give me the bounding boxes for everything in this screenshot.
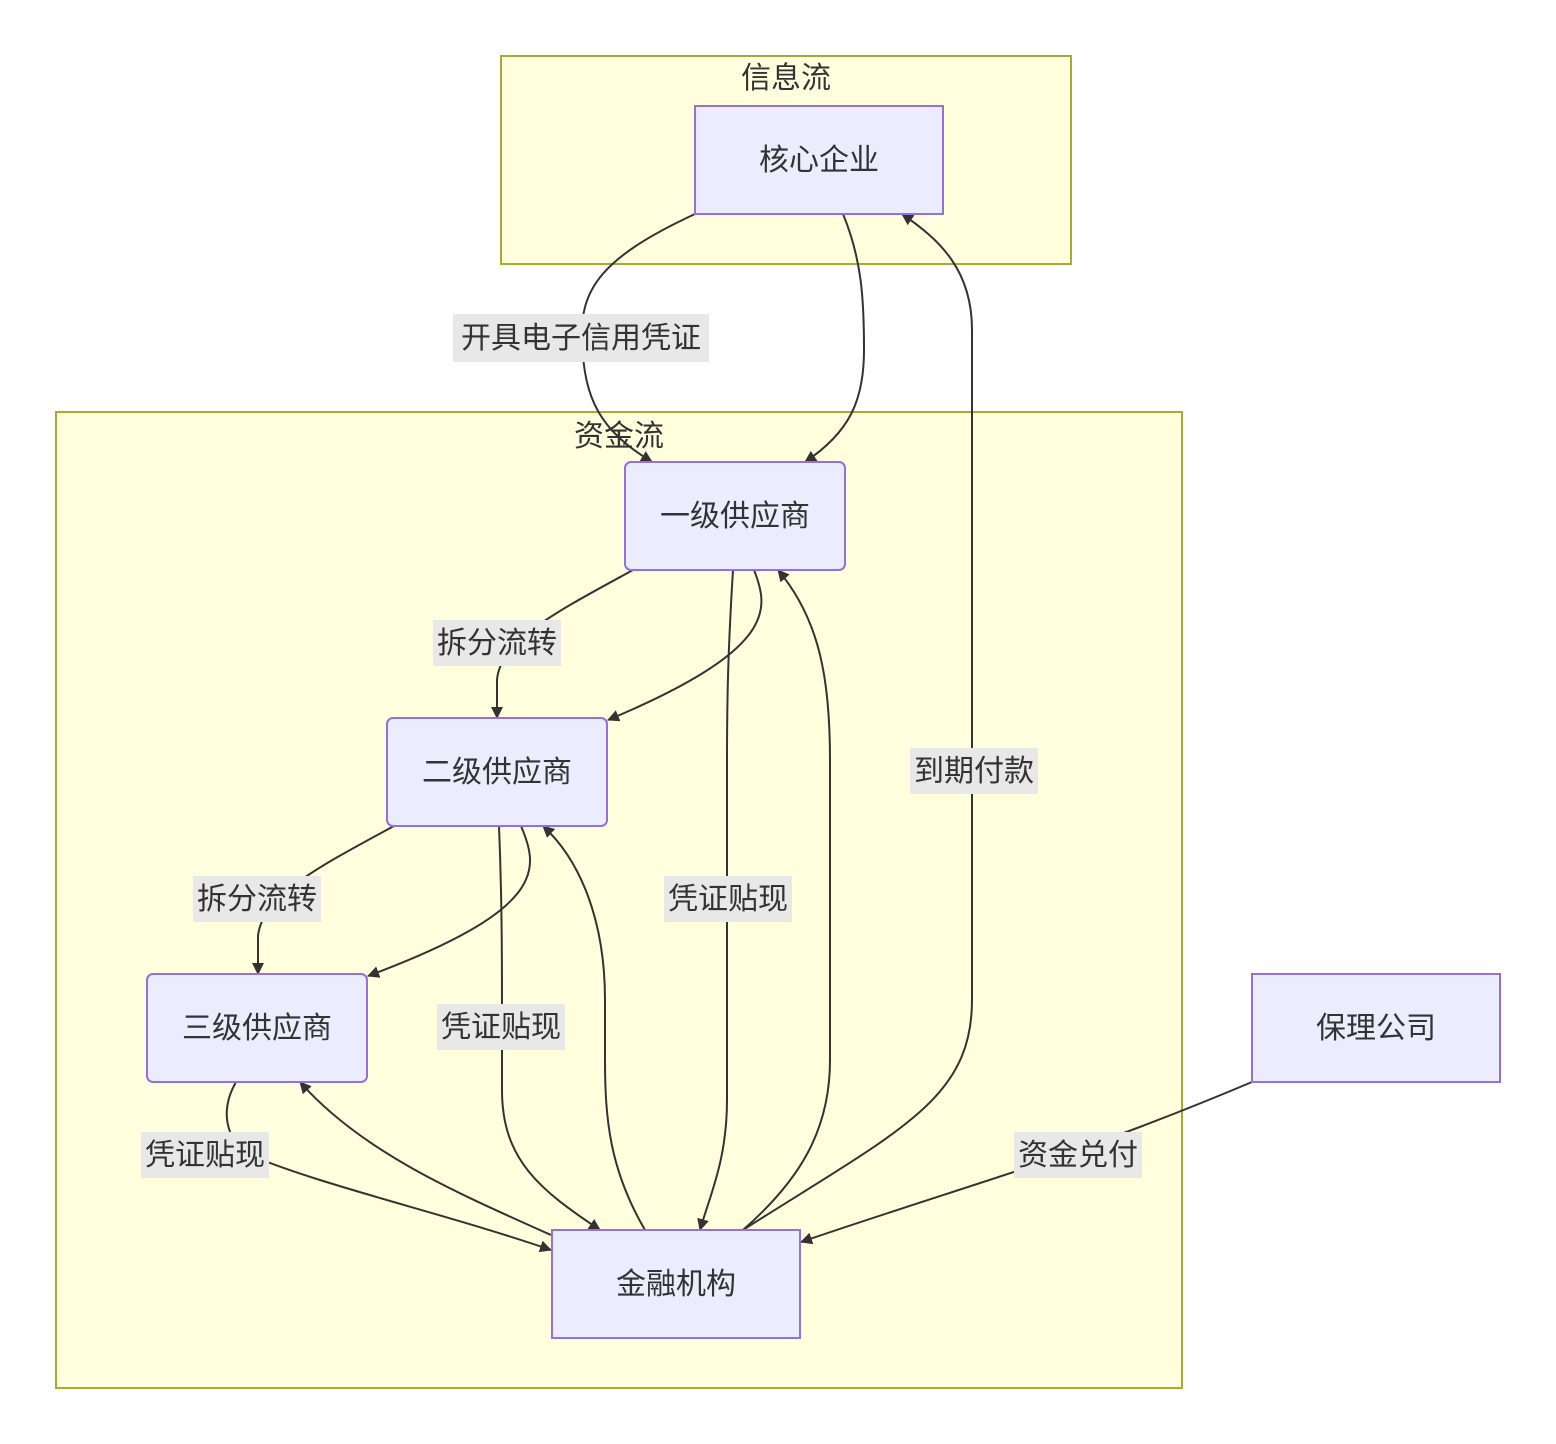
label-split-1: 拆分流转: [433, 620, 561, 666]
edge-bank-to-core-maturity: [742, 213, 973, 1231]
edge-tier1-to-bank-discount: [697, 569, 734, 1231]
node-bank[interactable]: 金融机构: [551, 1229, 801, 1339]
label-discount-2: 凭证贴现: [437, 1004, 565, 1050]
edge-tier2-to-tier3: [367, 825, 531, 978]
info-flow-title: 信息流: [741, 61, 831, 96]
label-issue: 开具电子信用凭证: [453, 314, 709, 362]
label-cash: 资金兑付: [1014, 1132, 1142, 1178]
node-core-label: 核心企业: [759, 143, 879, 178]
edge-bank-to-tier1: [742, 569, 831, 1231]
node-tier2[interactable]: 二级供应商: [386, 717, 608, 827]
label-split-2: 拆分流转: [193, 876, 321, 922]
label-discount-3-text: 凭证贴现: [145, 1138, 265, 1173]
edge-tier3-to-bank-discount: [225, 1081, 552, 1253]
edge-tier2-to-bank-discount: [498, 825, 601, 1231]
node-tier1[interactable]: 一级供应商: [624, 461, 846, 571]
label-discount-1: 凭证贴现: [664, 876, 792, 922]
node-factor[interactable]: 保理公司: [1251, 973, 1501, 1083]
node-bank-label: 金融机构: [616, 1267, 736, 1302]
edge-tier1-to-tier2: [607, 569, 763, 722]
label-discount-2-text: 凭证贴现: [441, 1010, 561, 1045]
node-tier1-label: 一级供应商: [660, 499, 810, 534]
node-tier2-label: 二级供应商: [422, 755, 572, 790]
label-split-1-text: 拆分流转: [437, 626, 557, 661]
edge-core-to-tier1: [804, 213, 866, 463]
label-cash-text: 资金兑付: [1018, 1138, 1138, 1173]
node-core[interactable]: 核心企业: [694, 105, 944, 215]
node-tier3[interactable]: 三级供应商: [146, 973, 368, 1083]
edge-bank-to-tier2: [542, 825, 646, 1231]
node-factor-label: 保理公司: [1316, 1011, 1436, 1046]
label-discount-3: 凭证贴现: [141, 1132, 269, 1178]
label-split-2-text: 拆分流转: [197, 882, 317, 917]
label-issue-text: 开具电子信用凭证: [461, 321, 701, 356]
node-tier3-label: 三级供应商: [182, 1011, 332, 1046]
label-maturity-text: 到期付款: [914, 754, 1034, 789]
label-discount-1-text: 凭证贴现: [668, 882, 788, 917]
label-maturity: 到期付款: [910, 748, 1038, 794]
edge-bank-to-tier3: [299, 1081, 552, 1236]
